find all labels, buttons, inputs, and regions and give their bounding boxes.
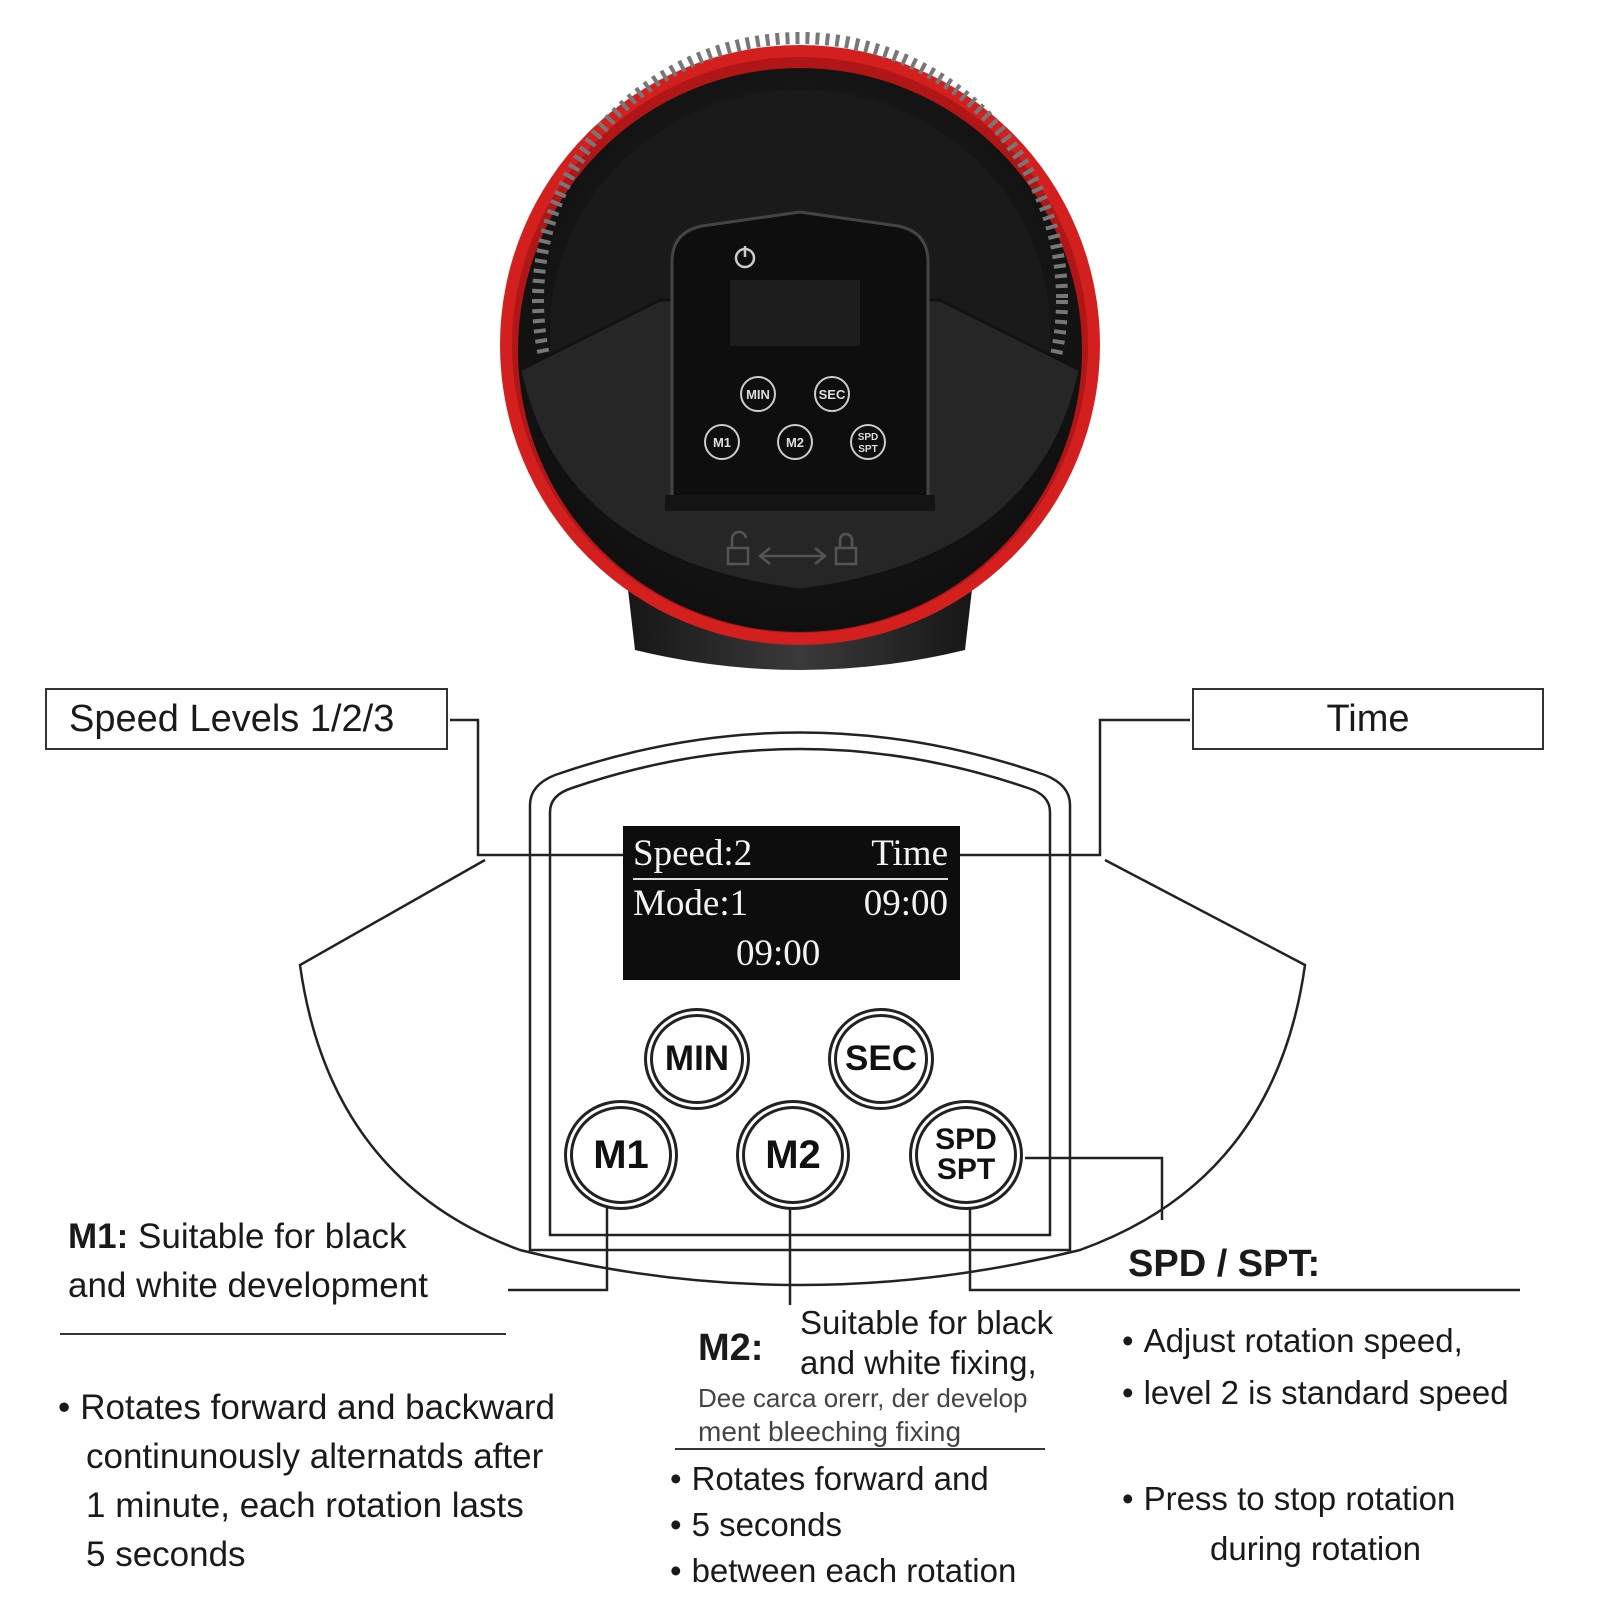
m2-bullet-3: between each rotation — [670, 1548, 1017, 1594]
mini-button-m1: M1 — [704, 424, 740, 460]
mini-screen — [730, 280, 860, 346]
m1-button[interactable]: M1 — [570, 1106, 672, 1204]
double-arrow-icon — [757, 547, 828, 565]
device-photo: MIN SEC M1 M2 SPD SPT — [500, 32, 1100, 670]
m1-divider — [60, 1333, 506, 1335]
m2-garbled-1: Dee carca orerr, der develop — [698, 1383, 1028, 1413]
m1-title: M1: Suitable for black — [68, 1217, 407, 1256]
m1-bullet-2: continunously alternatds after — [86, 1437, 544, 1476]
m1-bullet-3: 1 minute, each rotation lasts — [86, 1486, 524, 1525]
spd-spt-button[interactable]: SPD SPT — [915, 1106, 1017, 1204]
svg-text:MIN: MIN — [746, 387, 770, 402]
m2-divider — [675, 1448, 1045, 1450]
spd-spt-bullet-3b: during rotation — [1210, 1530, 1421, 1567]
mini-button-m2: M2 — [777, 424, 813, 460]
mini-button-min: MIN — [740, 376, 776, 412]
diagram-panel-inner — [548, 747, 1052, 1237]
mini-button-sec: SEC — [814, 376, 850, 412]
svg-text:SEC: SEC — [819, 387, 846, 402]
unlock-icon — [726, 530, 750, 566]
lcd-time-value: 09:00 — [863, 883, 948, 924]
m1-bullet-1: Rotates forward and backward — [58, 1383, 555, 1432]
m1-title-2: and white development — [68, 1266, 428, 1305]
min-button[interactable]: MIN — [650, 1014, 744, 1104]
svg-text:M1: M1 — [713, 435, 731, 450]
spd-spt-bullet-2: level 2 is standard speed — [1122, 1370, 1509, 1416]
speed-levels-callout: Speed Levels 1/2/3 — [45, 688, 448, 750]
lcd-time-label: Time — [871, 833, 948, 874]
lock-icon — [834, 532, 858, 566]
m2-title-2: and white fixing, — [800, 1344, 1037, 1381]
lcd-mode: Mode:1 — [633, 883, 749, 924]
diagram-wing-outline — [298, 858, 1307, 1287]
svg-text:SPT: SPT — [858, 444, 877, 455]
diagram-panel-outer — [528, 731, 1072, 1252]
m2-bullet-2: 5 seconds — [670, 1502, 842, 1548]
mini-button-spd-spt: SPD SPT — [850, 424, 886, 460]
m1-bullet-4: 5 seconds — [86, 1535, 246, 1574]
sec-button[interactable]: SEC — [834, 1014, 928, 1104]
svg-text:M2: M2 — [786, 435, 804, 450]
m2-bullet-1: Rotates forward and — [670, 1456, 989, 1502]
time-callout: Time — [1192, 688, 1544, 750]
spd-spt-label: SPD / SPT: — [1128, 1243, 1321, 1285]
m2-title: Suitable for black — [800, 1304, 1054, 1341]
svg-text:SPD: SPD — [858, 432, 879, 443]
spd-spt-bullet-1: Adjust rotation speed, — [1122, 1318, 1463, 1364]
lcd-speed: Speed:2 — [633, 833, 753, 874]
m2-button[interactable]: M2 — [742, 1106, 844, 1204]
lcd-bottom-time: 09:00 — [736, 933, 821, 974]
lcd-display: Speed:2 Time Mode:1 09:00 09:00 — [623, 826, 960, 980]
spd-spt-bullet-3: Press to stop rotation — [1122, 1476, 1456, 1522]
power-icon — [734, 246, 756, 269]
m2-label: M2: — [698, 1327, 764, 1369]
m2-garbled-2: ment bleeching fixing — [698, 1416, 962, 1447]
